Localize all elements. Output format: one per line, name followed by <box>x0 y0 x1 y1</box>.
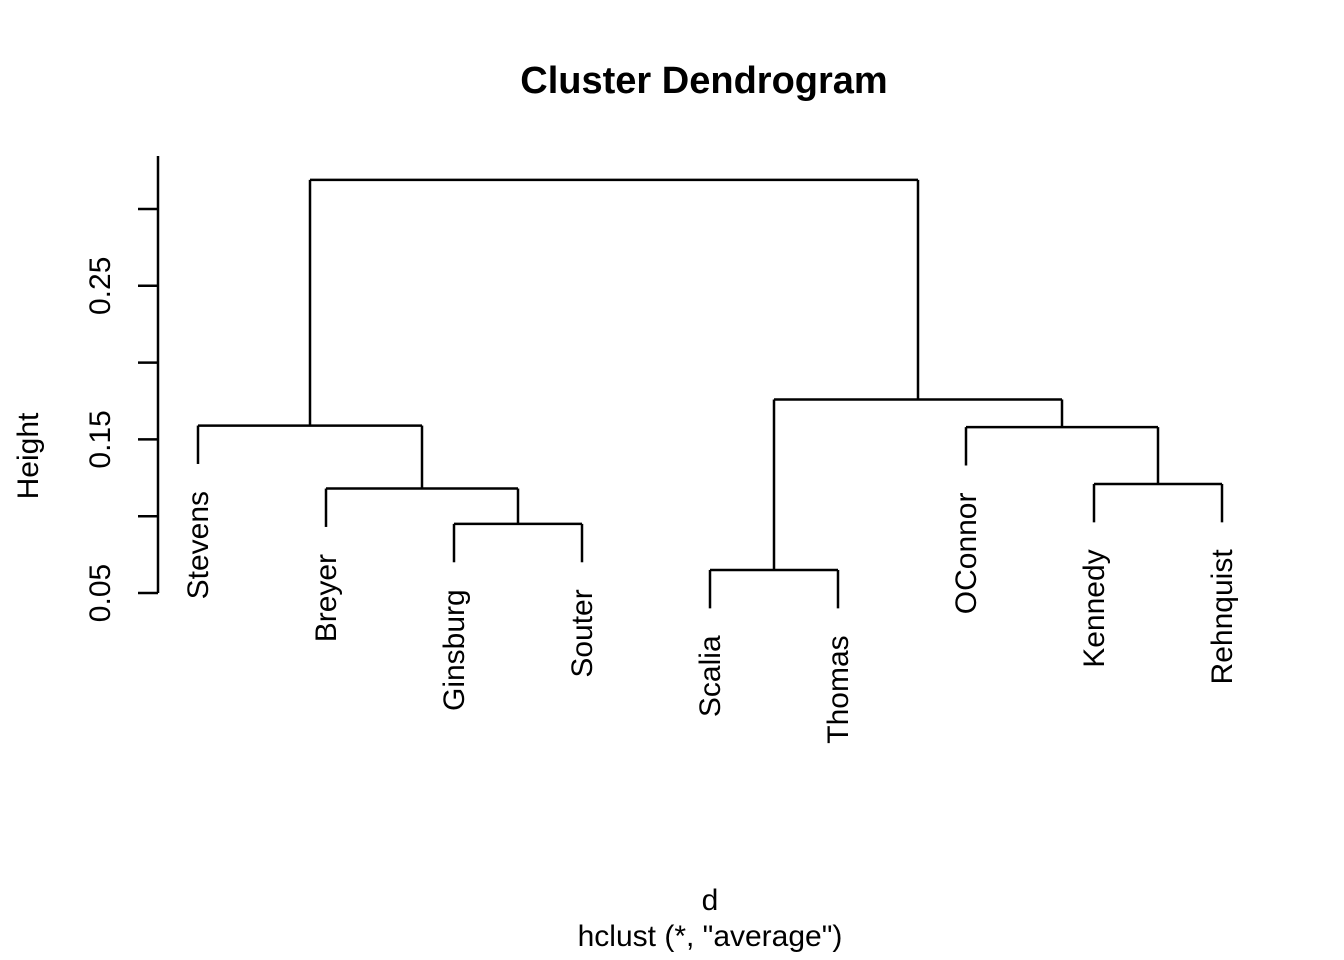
leaf-label: Souter <box>566 589 599 677</box>
leaf-label: Rehnquist <box>1206 549 1239 685</box>
y-axis-label: Height <box>12 412 45 499</box>
x-axis-label: d <box>702 884 719 917</box>
y-axis-tick-label: 0.15 <box>84 410 117 468</box>
leaf-label: Breyer <box>310 554 343 642</box>
leaf-label: Ginsburg <box>438 589 471 711</box>
leaf-label: Stevens <box>182 491 215 599</box>
leaf-labels: Scalia Thomas Ginsburg Souter Breyer Kennedy R… <box>182 491 1239 744</box>
leaf-label: Scalia <box>694 635 727 717</box>
y-axis-tick-label: 0.25 <box>84 257 117 315</box>
leaf-label: Kennedy <box>1078 549 1111 667</box>
y-axis-tick-label: 0.05 <box>84 564 117 622</box>
leaf-label: Thomas <box>822 635 855 743</box>
y-axis: 0.05 0.15 0.25 <box>84 156 160 622</box>
chart-subtitle: hclust (*, "average") <box>578 920 843 953</box>
chart-title: Cluster Dendrogram <box>520 60 887 102</box>
dendrogram-tree <box>196 178 1224 609</box>
leaf-label: OConnor <box>950 493 983 615</box>
